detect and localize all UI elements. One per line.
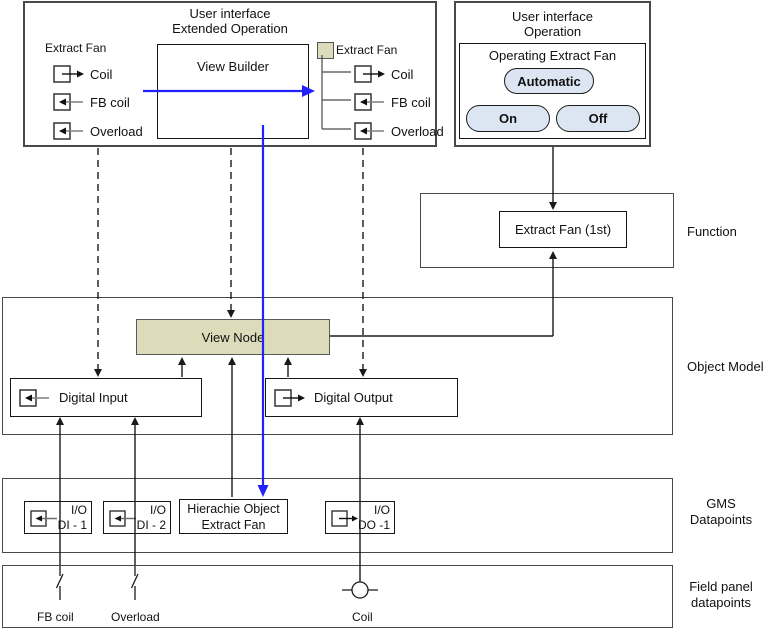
input-arrow-icon — [53, 93, 83, 111]
gms-label-line2: Datapoints — [689, 512, 753, 527]
gms-hierarchy-object-box: Hierachie Object Extract Fan — [179, 499, 288, 534]
off-button[interactable]: Off — [556, 105, 640, 132]
output-arrow-icon — [354, 65, 385, 83]
right-item-coil: Coil — [354, 64, 413, 84]
field-overload-label: Overload — [111, 610, 160, 624]
gms-di2-line2: DI - 2 — [136, 518, 166, 532]
gms-di1-line1: I/O — [70, 503, 87, 517]
left-item-fb-coil: FB coil — [53, 92, 130, 112]
output-arrow-icon — [53, 65, 84, 83]
operating-panel-title: Operating Extract Fan — [488, 48, 617, 63]
gms-do1-line2: DO -1 — [357, 518, 390, 532]
gms-di1-box: I/O DI - 1 — [24, 501, 92, 534]
gms-hierarchy-line1: Hierachie Object — [187, 502, 280, 516]
view-builder-box: View Builder — [157, 44, 309, 139]
function-section-box: Extract Fan (1st) — [420, 193, 674, 268]
right-item-fb-coil: FB coil — [354, 92, 431, 112]
extended-operation-title-line2: Extended Operation — [172, 21, 288, 36]
input-arrow-icon — [30, 510, 57, 527]
gms-di1-line2: DI - 1 — [57, 518, 87, 532]
extract-fan-function-box: Extract Fan (1st) — [499, 211, 627, 248]
digital-input-label: Digital Input — [59, 390, 128, 405]
digital-output-box: Digital Output — [265, 378, 458, 417]
view-node-label: View Node — [201, 329, 265, 345]
left-item-coil: Coil — [53, 64, 112, 84]
gms-section-label: GMS Datapoints — [683, 496, 759, 528]
right-tree-root-label: Extract Fan — [336, 43, 398, 57]
operating-extract-fan-panel: Operating Extract Fan Automatic On Off — [459, 43, 646, 139]
right-item-overload: Overload — [354, 121, 444, 141]
view-node-box: View Node — [136, 319, 330, 355]
gms-di2-line1: I/O — [149, 503, 166, 517]
extended-operation-title-line1: User interface — [189, 6, 271, 21]
field-coil-label: Coil — [352, 610, 373, 624]
extract-fan-function-label: Extract Fan (1st) — [514, 222, 612, 237]
field-panel-section-label: Field panel datapoints — [683, 579, 759, 611]
operation-title-line2: Operation — [523, 24, 582, 39]
input-arrow-icon — [354, 93, 384, 111]
right-item-label: Coil — [391, 66, 414, 82]
on-button[interactable]: On — [466, 105, 550, 132]
view-builder-label: View Builder — [196, 59, 270, 74]
field-panel-label-line1: Field panel — [689, 579, 753, 594]
right-item-label: FB coil — [391, 94, 431, 110]
left-item-label: FB coil — [90, 94, 130, 110]
field-panel-section-box: FB coil Overload Coil — [2, 565, 673, 628]
gms-do1-line1: I/O — [373, 503, 390, 517]
field-panel-label-line2: datapoints — [691, 595, 751, 610]
input-arrow-icon — [354, 122, 384, 140]
operation-panel: User interface Operation Operating Extra… — [454, 1, 651, 147]
gms-section-box: I/O DI - 1 I/O DI - 2 Hierachie Object E… — [2, 478, 673, 553]
object-model-section-label: Object Model — [687, 359, 764, 374]
gms-di2-box: I/O DI - 2 — [103, 501, 171, 534]
output-arrow-icon — [274, 388, 305, 407]
object-model-section-box: View Node Digital Input Digital Output — [2, 297, 673, 435]
automatic-button[interactable]: Automatic — [504, 68, 594, 94]
extended-operation-panel: User interface Extended Operation Extrac… — [23, 1, 444, 147]
input-arrow-icon — [109, 510, 136, 527]
left-item-label: Coil — [90, 66, 113, 82]
output-arrow-icon — [331, 510, 358, 527]
function-section-label: Function — [687, 224, 737, 239]
gms-do1-box: I/O DO -1 — [325, 501, 395, 534]
left-item-overload: Overload — [53, 121, 143, 141]
input-arrow-icon — [19, 388, 49, 407]
left-tree-root-label: Extract Fan — [45, 41, 107, 55]
gms-hierarchy-line2: Extract Fan — [201, 518, 266, 532]
input-arrow-icon — [53, 122, 83, 140]
left-item-label: Overload — [90, 123, 143, 139]
tree-node-square — [317, 42, 334, 59]
right-item-label: Overload — [391, 123, 444, 139]
digital-input-box: Digital Input — [10, 378, 202, 417]
operation-title-line1: User interface — [512, 9, 593, 24]
gms-label-line1: GMS — [706, 496, 736, 511]
digital-output-label: Digital Output — [314, 390, 393, 405]
field-fb-coil-label: FB coil — [37, 610, 74, 624]
